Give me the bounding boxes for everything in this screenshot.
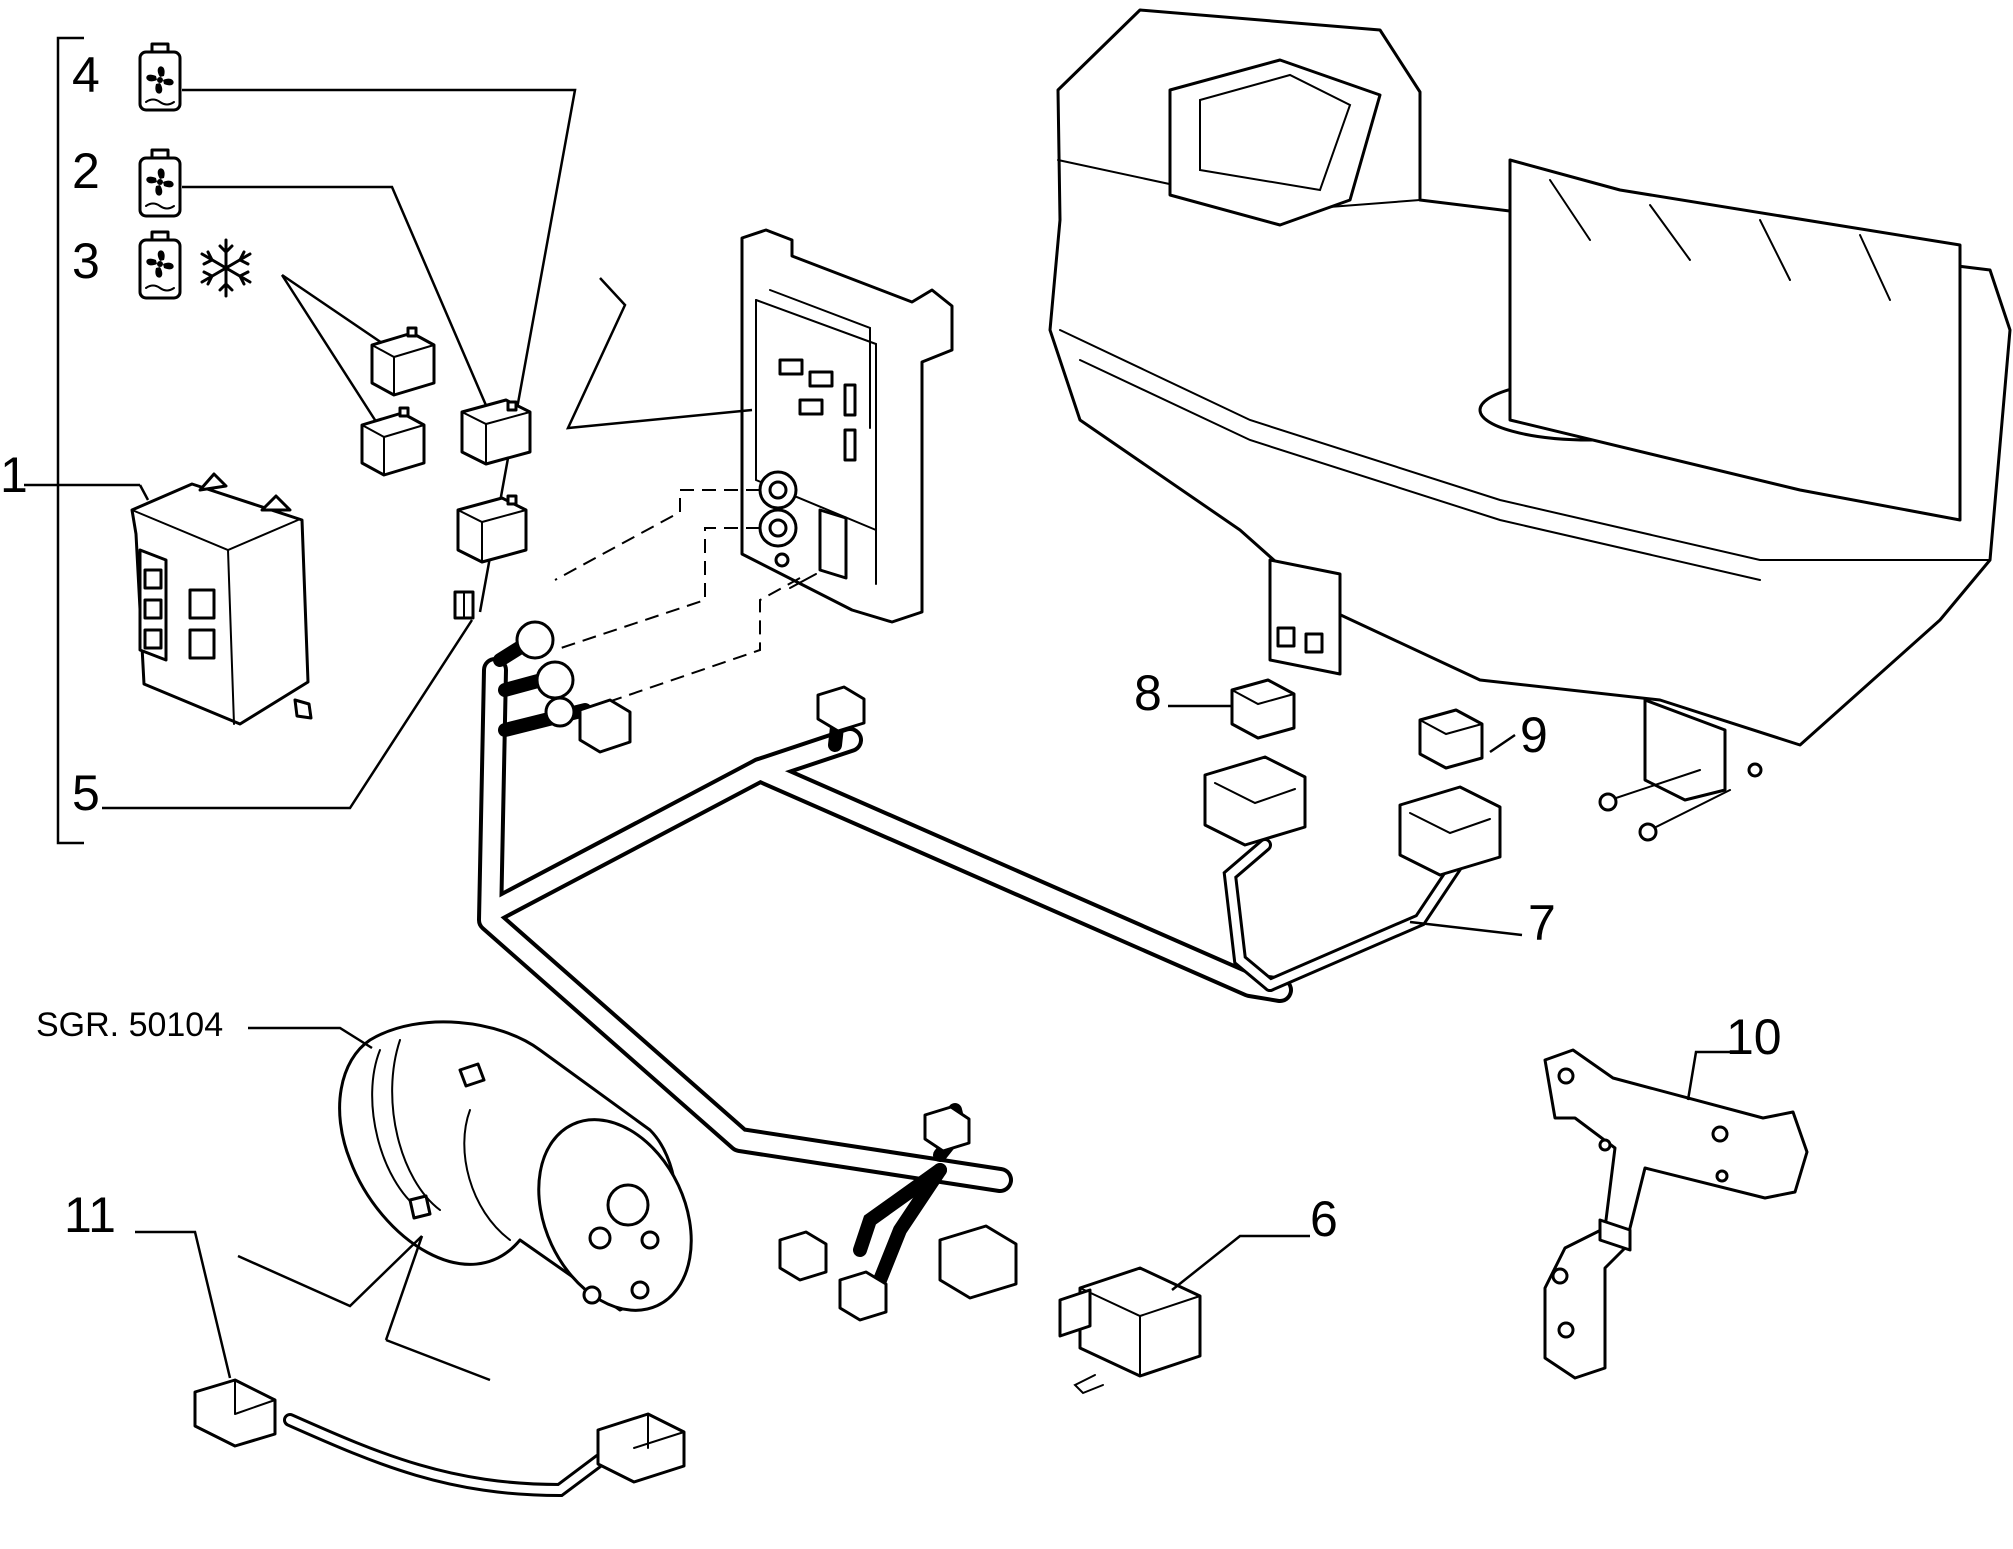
leader-10: [1686, 1050, 1735, 1101]
fuse-5: [453, 590, 475, 620]
fan-icon-4: [146, 66, 174, 94]
relay-symbol-2: [138, 148, 182, 218]
callout-3: 3: [72, 233, 100, 289]
cable-11: [193, 1378, 686, 1498]
leader-11: [135, 1230, 232, 1379]
wiring-harness: [477, 620, 1467, 1322]
fan-icon-2: [146, 168, 174, 196]
leader-7: [1409, 920, 1523, 937]
leader-panel: [565, 277, 753, 430]
relay-symbol-4: [138, 42, 182, 112]
callout-6: 6: [1310, 1191, 1338, 1247]
relay-cube-3a: [370, 326, 436, 397]
callout-2: 2: [72, 143, 100, 199]
callouts: 4 2 3 1 5 8 9 7 10 6 11 SGR. 50104: [0, 47, 1782, 1247]
callout-5: 5: [72, 765, 100, 821]
dashed-links: [554, 489, 801, 711]
fuse-9: [1418, 708, 1484, 770]
connector-8: [1203, 755, 1307, 847]
group-bracket-1: [24, 36, 150, 845]
connector-9: [1398, 785, 1502, 877]
callout-11: 11: [64, 1187, 116, 1243]
callout-4: 4: [72, 47, 100, 103]
callout-7: 7: [1528, 895, 1556, 951]
callout-9: 9: [1520, 707, 1548, 763]
control-module: [130, 472, 313, 726]
callout-8: 8: [1134, 665, 1162, 721]
leader-6: [1171, 1234, 1310, 1291]
snowflake-icon: [200, 238, 252, 298]
fuse-8: [1230, 678, 1296, 740]
bracket-10: [1543, 1048, 1809, 1380]
relay-module-6: [1058, 1266, 1202, 1395]
compressor: [338, 1020, 693, 1312]
leader-9: [1489, 733, 1516, 754]
relay-cube-3b: [360, 406, 426, 477]
callout-1: 1: [0, 447, 28, 503]
hvac-housing: [1048, 8, 2012, 842]
relay-symbol-3: [138, 230, 182, 300]
compressor-leaders: [237, 1026, 491, 1382]
fan-icon-3: [146, 250, 174, 278]
leader-5: [102, 619, 474, 810]
control-panel: [740, 228, 954, 624]
reference-sgr: SGR. 50104: [36, 1006, 223, 1044]
callout-10: 10: [1726, 1009, 1782, 1065]
relay-cube-4: [456, 494, 528, 564]
relay-cube-2: [460, 398, 532, 466]
